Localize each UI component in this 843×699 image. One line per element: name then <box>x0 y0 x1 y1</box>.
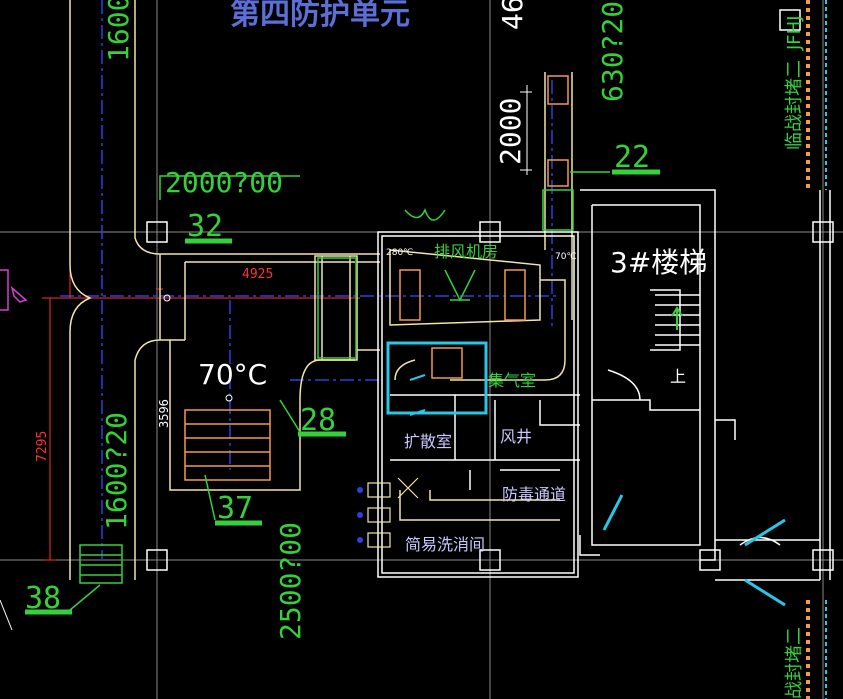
grilles <box>184 75 569 481</box>
dim-630x20: 630?20 <box>596 1 629 102</box>
green-elements <box>69 171 610 611</box>
fan-housing <box>389 249 541 326</box>
arrow-icon <box>10 285 28 303</box>
duct-elbow <box>394 359 416 381</box>
column-4 <box>699 549 721 571</box>
room-exhaust-fan: 排风机房 <box>434 242 498 261</box>
grille-gas-room <box>431 347 463 379</box>
wall-stair-inner <box>591 204 701 546</box>
gas-room-highlight <box>386 341 488 415</box>
drawing-title: 第四防护单元 <box>230 0 410 32</box>
dim-2000-vertical: 2000 <box>494 98 527 165</box>
column-7 <box>779 9 801 31</box>
blue-axis-lines <box>60 0 560 560</box>
dim-2000x00: 2000?00 <box>165 166 283 199</box>
dim-1600x20: 1600?20 <box>100 412 133 530</box>
column-8 <box>479 221 501 243</box>
callout-underlines <box>25 169 660 615</box>
stair-rail <box>650 289 681 351</box>
stair-up-label: 上 <box>670 367 686 386</box>
duct-left-outer <box>69 0 93 580</box>
room-air-shaft: 风井 <box>500 427 532 446</box>
red-dimension-lines <box>42 0 360 561</box>
stair-door-swing <box>607 369 641 401</box>
wall-passage <box>469 469 560 490</box>
door-leaf-3 <box>744 578 786 607</box>
callout-28: 28 <box>300 403 336 438</box>
column-6 <box>812 549 834 571</box>
cyan-elements <box>386 0 827 699</box>
valve-markers <box>163 294 419 548</box>
grille-riser-top <box>547 75 569 105</box>
temp-280c: 280℃ <box>386 248 413 258</box>
grille-fan-left <box>399 269 421 321</box>
duct-vertical-right <box>544 190 573 320</box>
columns <box>146 9 834 571</box>
grille-37 <box>184 409 271 481</box>
wall-shaft-right <box>539 400 580 426</box>
duct-left-inner-bottom <box>134 339 185 580</box>
stair-up-arrow-icon <box>671 306 683 330</box>
grille-fan-right <box>504 269 526 321</box>
temp-70c-large: 70°C <box>198 358 267 391</box>
duct-bottom <box>399 490 560 521</box>
grille-38 <box>79 544 123 584</box>
wall-door-stub <box>579 535 600 556</box>
door-swing-right <box>739 536 781 546</box>
wall-stair-landing <box>592 399 700 411</box>
callout-38: 38 <box>25 581 61 616</box>
leader-28 <box>279 399 301 433</box>
wall-stair-corner <box>715 419 736 440</box>
duct-riser <box>544 72 573 190</box>
jfhj-label: JFHJ <box>784 15 805 51</box>
grille-riser-bottom <box>547 159 569 187</box>
duct-left-inner-top <box>134 0 380 255</box>
column-2 <box>146 549 168 571</box>
door-leaf-1 <box>602 494 624 531</box>
dim-2500x00: 2500?00 <box>274 522 307 640</box>
fan-intake-symbol <box>404 208 446 221</box>
duct-main-top <box>184 261 355 340</box>
callout-32: 32 <box>187 209 223 244</box>
leader-38 <box>69 584 101 611</box>
wall-equipment-block <box>377 231 579 578</box>
leader-37 <box>204 474 216 521</box>
dim-7295: 7295 <box>35 431 50 462</box>
temp-seal-label-bottom: 战封堵二 <box>784 627 805 699</box>
wall-stair-outer <box>580 189 716 561</box>
dim-3596: 3596 <box>157 399 171 428</box>
temp-70c-small: 70℃ <box>555 252 577 262</box>
green-riser-box <box>542 189 574 231</box>
dim-1600-top: 1600 <box>102 0 135 62</box>
magenta-marks <box>0 269 28 311</box>
duct-to-gas-room <box>450 279 566 381</box>
callout-37: 37 <box>217 491 253 526</box>
walls <box>377 189 831 581</box>
green-damper-box <box>317 257 357 359</box>
duct-connector <box>357 261 380 351</box>
leader-2000x00 <box>159 175 300 200</box>
column-5 <box>812 221 834 243</box>
room-stair-3: 3#楼梯 <box>610 246 707 279</box>
dim-4925: 4925 <box>242 267 273 282</box>
duct-damper-box <box>314 255 358 361</box>
column-3 <box>479 549 501 571</box>
column-1 <box>146 221 168 243</box>
callout-22: 22 <box>614 140 650 175</box>
wall-right-edge <box>819 190 831 580</box>
temp-seal-label-top: 临战封堵二 <box>784 60 805 150</box>
room-expansion: 扩散室 <box>404 432 452 451</box>
door-leaf-2 <box>744 518 786 547</box>
wall-right-bottom <box>715 539 820 581</box>
ducts <box>69 0 573 580</box>
room-decontamination: 简易洗消间 <box>405 535 485 554</box>
fan-symbol <box>444 269 476 302</box>
room-gas-collection: 集气室 <box>488 371 536 390</box>
room-anti-gas-passage: 防毒通道 <box>502 485 566 504</box>
dim-46: 46 <box>496 0 529 30</box>
